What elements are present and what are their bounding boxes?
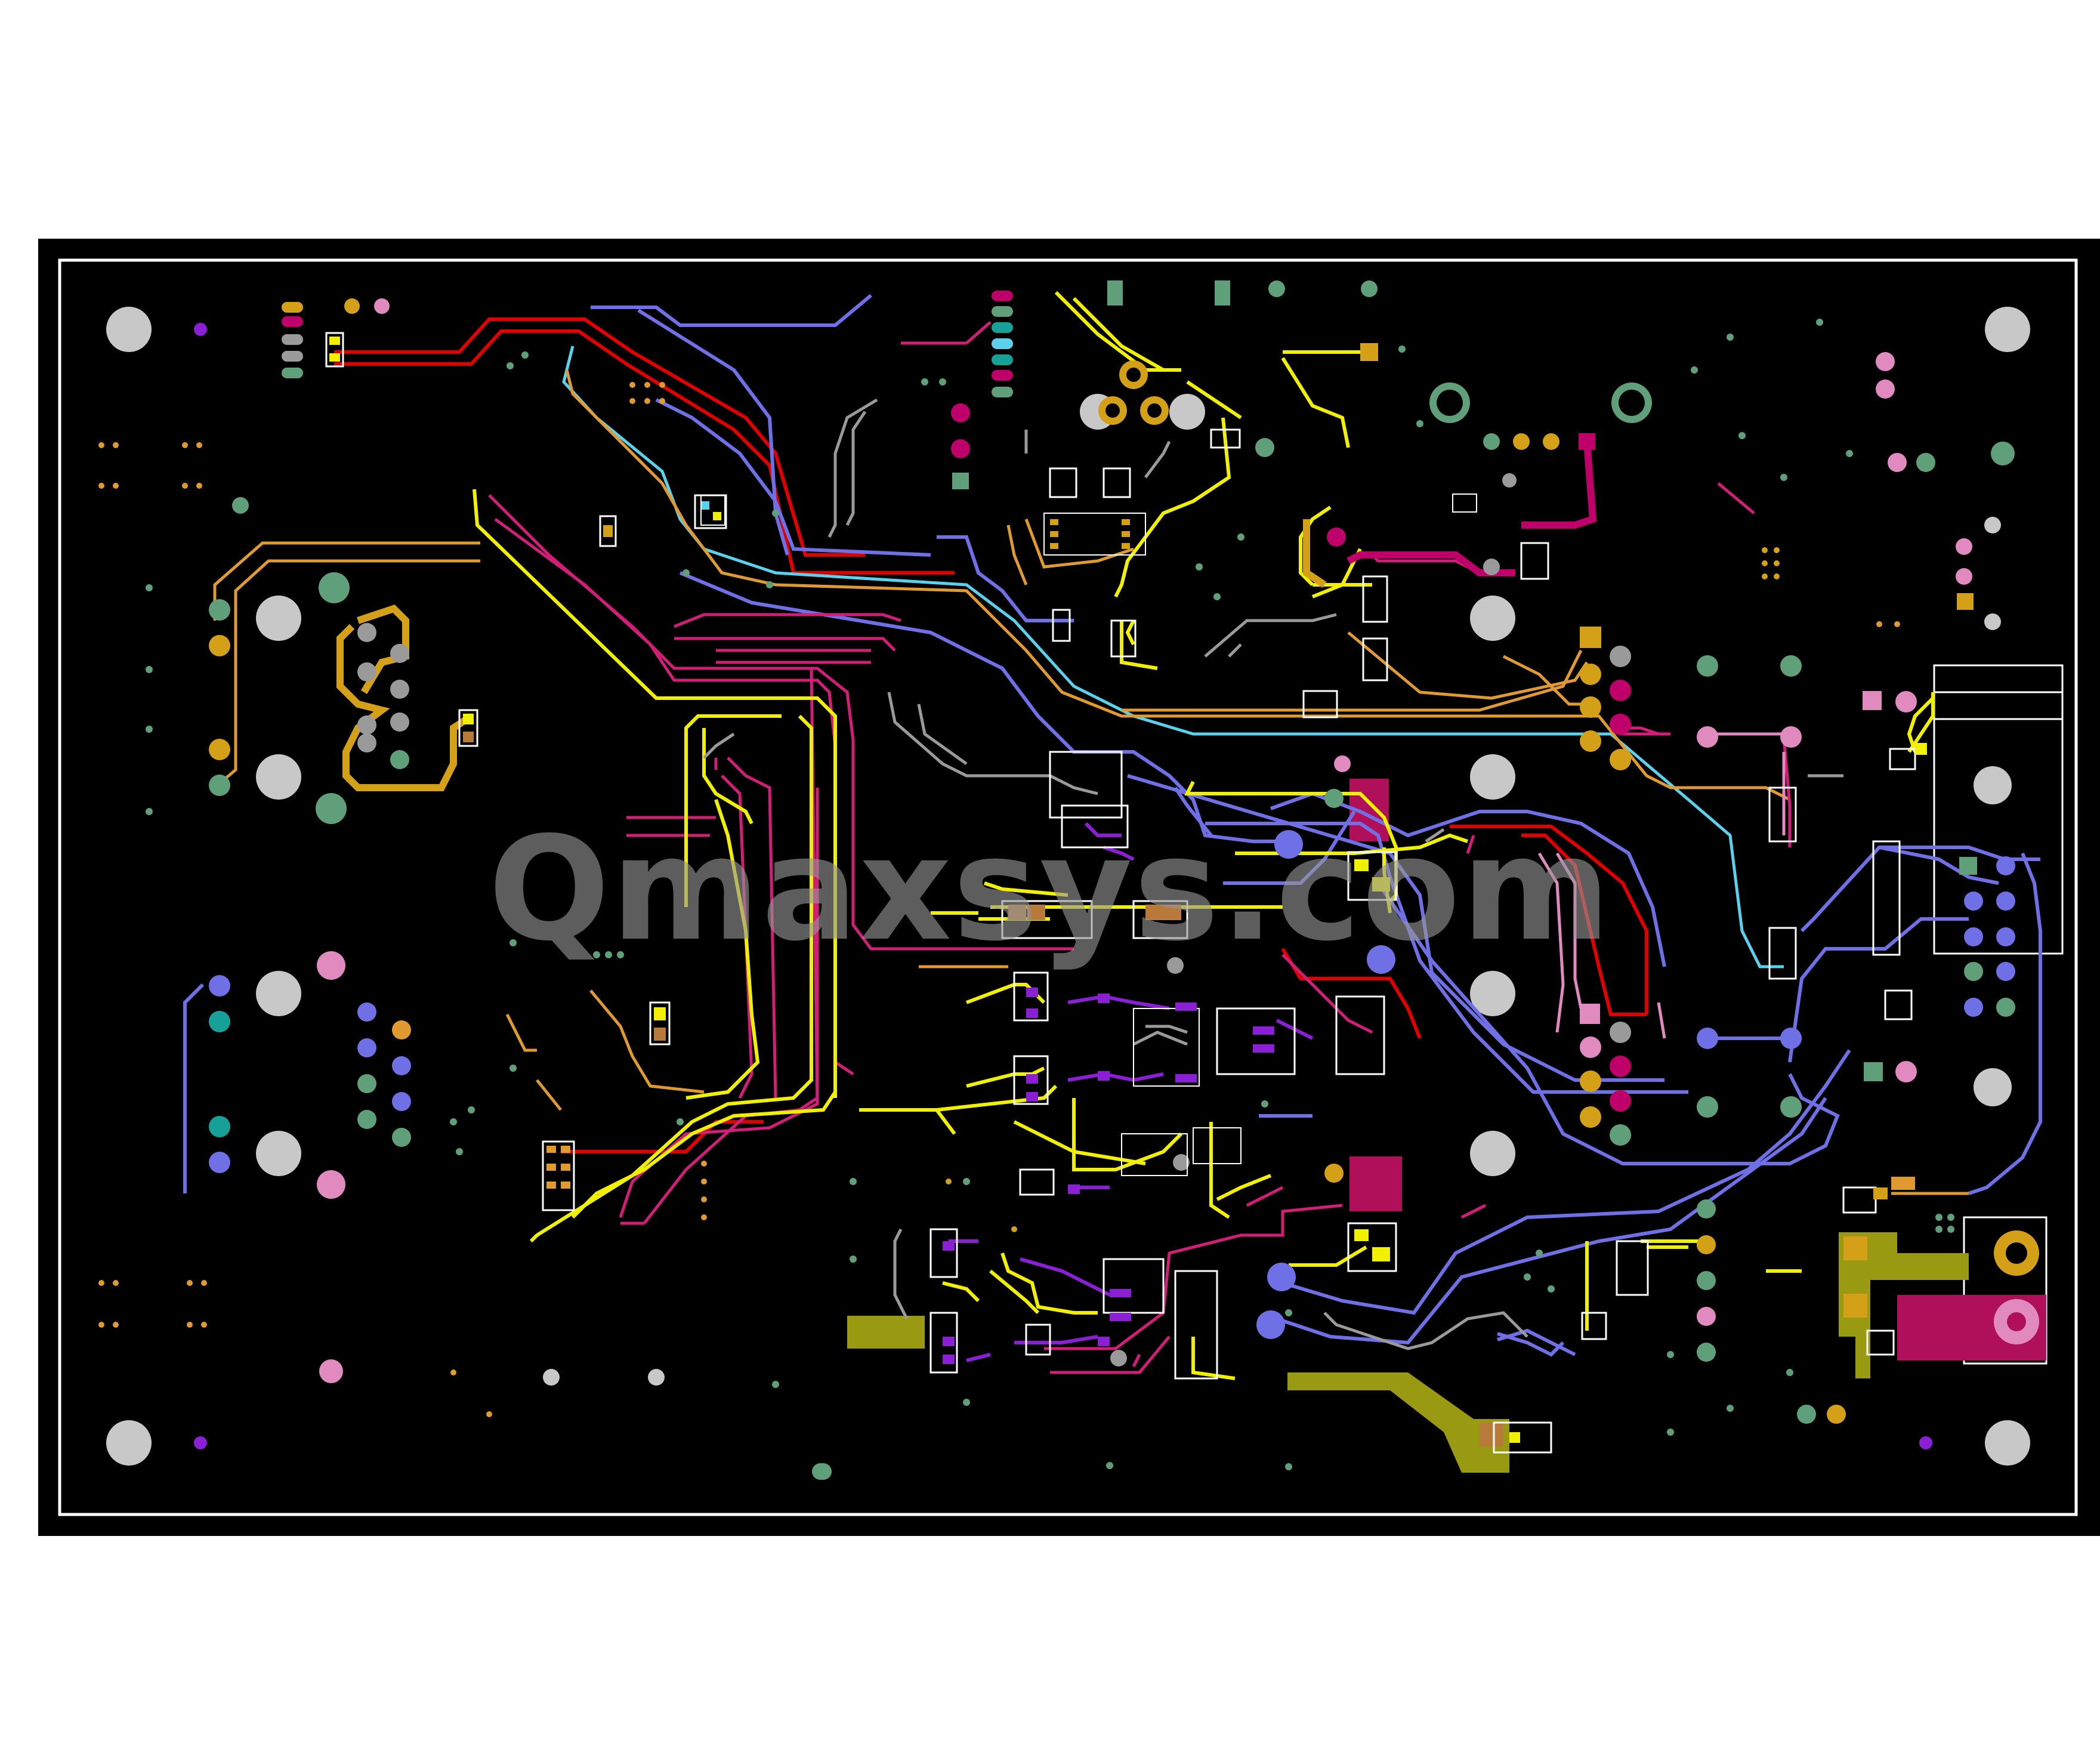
smd-components bbox=[325, 332, 1927, 1454]
traces-red bbox=[334, 317, 1648, 1153]
pad-columns-left bbox=[282, 291, 1013, 397]
vias bbox=[146, 319, 1954, 1470]
traces-orange bbox=[213, 369, 1969, 1195]
traces-cyan bbox=[562, 346, 1784, 968]
board-outline bbox=[58, 258, 2078, 1516]
connector-outline bbox=[1933, 664, 2064, 1365]
traces-pink bbox=[1537, 732, 1790, 1039]
vias-purple bbox=[194, 323, 1932, 1449]
vias-orange bbox=[98, 382, 1900, 1417]
smd-pads-purple bbox=[943, 988, 1274, 1364]
traces-grey bbox=[703, 398, 1843, 1350]
board-frame bbox=[38, 239, 2100, 1536]
through-hole-pads bbox=[209, 280, 2039, 1480]
vias-yellow bbox=[946, 547, 1780, 1232]
mounting-holes bbox=[106, 307, 2030, 1466]
traces-gold bbox=[336, 519, 1327, 791]
